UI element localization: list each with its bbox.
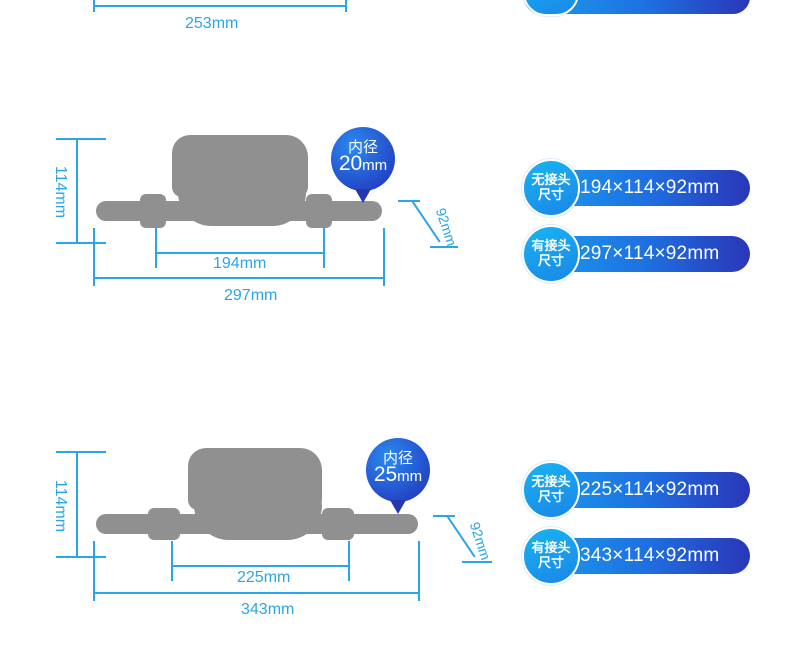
inner-dim-tick-right [323, 228, 325, 268]
inner-diameter-badge: 内径 20mm [331, 127, 395, 203]
height-label: 114mm [52, 479, 70, 533]
spec-without-joint-circle: 无接头 尺寸 [522, 159, 580, 217]
badge-number: 25 [373, 463, 398, 486]
spec-without-joint-label-line2: 尺寸 [537, 187, 564, 202]
outer-dim-line [93, 277, 385, 279]
height-dim-tick-top [56, 451, 106, 453]
outer-dim-tick-left [93, 228, 95, 286]
outer-length-label: 297mm [224, 287, 278, 304]
height-dim-tick-top [56, 138, 106, 140]
outer-dim-tick-right [418, 541, 420, 601]
depth-label: 92mm [432, 206, 461, 248]
spec-with-joint-label-line1: 有接头 [531, 238, 571, 253]
spec-without-joint-label-line2: 尺寸 [537, 489, 564, 504]
top-length-label: 253mm [185, 15, 239, 32]
depth-dim-tick-top [398, 200, 420, 202]
inner-length-label: 194mm [213, 255, 267, 272]
spec-without-joint-label-line1: 无接头 [531, 172, 571, 187]
outer-dim-tick-left [93, 541, 95, 601]
badge-value: 25mm [366, 463, 430, 487]
height-dim-line [76, 451, 78, 558]
meter-nut-right [322, 508, 354, 540]
outer-length-label: 343mm [241, 601, 295, 618]
badge-number: 20 [338, 152, 363, 175]
meter-nut-left [148, 508, 180, 540]
badge-value: 20mm [331, 152, 395, 176]
inner-dim-line [171, 565, 350, 567]
spec-with-joint-circle: 有接头 尺寸 [522, 225, 580, 283]
spec-with-joint-label-line2: 尺寸 [537, 555, 564, 570]
spec-without-joint-value: 225×114×92mm [580, 479, 720, 500]
spec-without-joint-value: 194×114×92mm [580, 177, 720, 198]
inner-dim-line [155, 252, 325, 254]
meter-nut-right [306, 194, 332, 228]
badge-label: 内径 [382, 450, 413, 467]
inner-dim-tick-left [171, 541, 173, 581]
spec-with-joint-circle: 有接头 尺寸 [522, 527, 580, 585]
meter-nut-left [140, 194, 166, 228]
spec-without-joint-label-line1: 无接头 [531, 474, 571, 489]
spec-without-joint-circle: 无接头 尺寸 [522, 461, 580, 519]
outer-dim-tick-right [383, 228, 385, 286]
inner-diameter-badge: 内径 25mm [366, 438, 430, 514]
badge-unit: mm [362, 157, 388, 174]
depth-dim-tick-top [433, 515, 455, 517]
height-dim-line [76, 138, 78, 244]
inner-dim-tick-right [348, 541, 350, 581]
outer-dim-line [93, 592, 420, 594]
meter-pipe [96, 514, 418, 534]
height-dim-tick-bottom [56, 556, 106, 558]
badge-label: 内径 [347, 139, 378, 156]
depth-dim-tick-bottom [430, 246, 458, 248]
depth-label: 92mm [466, 520, 495, 562]
spec-with-joint-value: 343×114×92mm [580, 545, 720, 566]
inner-dim-tick-left [155, 228, 157, 268]
spec-with-joint-pill: 343×114×92mm [524, 538, 750, 574]
height-dim-tick-bottom [56, 242, 106, 244]
top-partial-pill [524, 0, 750, 14]
spec-with-joint-label-line1: 有接头 [531, 540, 571, 555]
spec-with-joint-value: 297×114×92mm [580, 243, 720, 264]
badge-unit: mm [397, 468, 423, 485]
depth-dim-tick-bottom [462, 561, 492, 563]
height-label: 114mm [52, 165, 70, 219]
top-dim-line [93, 5, 347, 7]
spec-with-joint-label-line2: 尺寸 [537, 253, 564, 268]
inner-length-label: 225mm [237, 569, 291, 586]
meter-pipe [96, 201, 382, 221]
